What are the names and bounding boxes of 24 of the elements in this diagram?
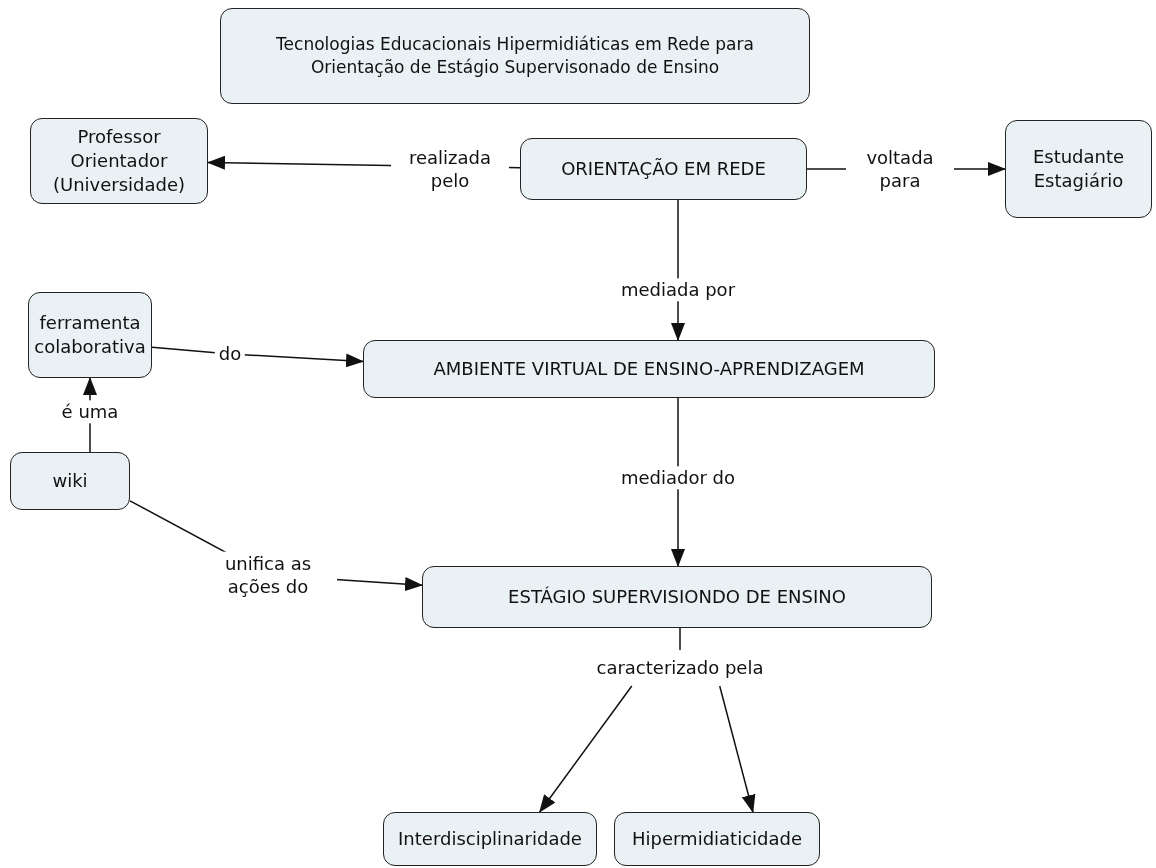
concept-box	[1005, 120, 1152, 218]
concept-text: Hipermidiaticidade	[632, 826, 802, 851]
concept-text: ferramenta colaborativa	[34, 310, 146, 359]
concept-text: Estudante Estagiário	[1031, 144, 1126, 193]
concept-box	[383, 812, 597, 866]
concept-box	[10, 452, 130, 510]
concept-text: Interdisciplinaridade	[398, 826, 582, 851]
concept-box	[30, 118, 208, 204]
concept-text: wiki	[52, 468, 88, 493]
concept-box	[422, 566, 932, 628]
linking-phrase: caracterizado pela	[596, 655, 764, 680]
concept-box	[520, 138, 807, 200]
concept-text: ORIENTAÇÃO EM REDE	[561, 156, 766, 181]
title-box	[220, 8, 810, 104]
concept-box	[363, 340, 935, 398]
concept-box	[28, 292, 152, 378]
arrow	[538, 685, 633, 813]
arrow	[718, 685, 756, 813]
connector-line	[679, 627, 681, 651]
concept-text: Tecnologias Educacionais Hipermidiáticas em Rede para Orientação de Estágio Supervisonado de Ensino	[275, 33, 755, 79]
concept-box	[614, 812, 820, 866]
concept-text: ESTÁGIO SUPERVISIONDO DE ENSINO	[508, 584, 846, 609]
concept-text: AMBIENTE VIRTUAL DE ENSINO-APRENDIZAGEM	[433, 356, 865, 381]
concept-text: Professor Orientador (Universidade)	[51, 124, 187, 198]
